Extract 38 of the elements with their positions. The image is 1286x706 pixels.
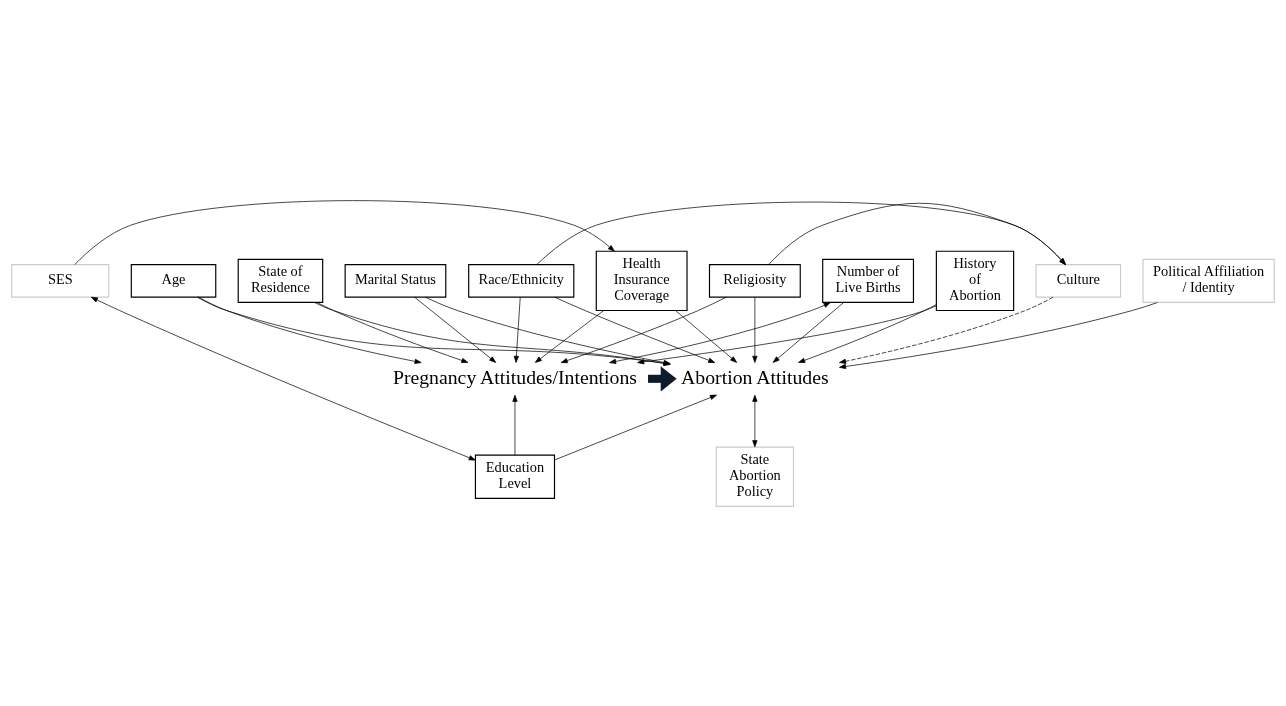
arrow (90, 296, 476, 460)
node-box: SES (11, 263, 110, 298)
node-box: Health Insurance Coverage (595, 250, 688, 311)
node-box: Number of Live Births (822, 258, 915, 303)
arrow (798, 303, 937, 363)
node-box: Race/Ethnicity (468, 263, 575, 298)
arrow (839, 296, 1054, 364)
arrow (316, 301, 469, 363)
node-box: Political Affiliation / Identity (1142, 258, 1275, 303)
arrow (424, 296, 671, 365)
arrow (554, 394, 717, 460)
arrow (74, 199, 615, 265)
arrow (536, 201, 1066, 265)
node-box: Age (130, 263, 217, 298)
arrow (768, 202, 1066, 265)
arrow (196, 296, 671, 366)
arrow (198, 296, 422, 364)
arrow (609, 301, 831, 364)
arrow (839, 301, 1158, 369)
arrow (534, 309, 604, 363)
arrow (752, 296, 758, 363)
arrow (513, 296, 521, 363)
node-box: History of Abortion (935, 250, 1015, 311)
node-box: State Abortion Policy (715, 446, 795, 507)
arrow (512, 394, 518, 455)
node-box: Marital Status (344, 263, 447, 298)
arrow (772, 301, 844, 363)
node-box: State of Residence (237, 258, 324, 303)
arrow (752, 394, 758, 447)
node-text: Pregnancy Attitudes/Intentions (392, 365, 638, 388)
node-box: Religiosity (708, 263, 801, 298)
arrow (637, 304, 937, 364)
arrow (675, 309, 738, 363)
node-box: Culture (1035, 263, 1122, 298)
node-text: Abortion Attitudes (681, 365, 829, 388)
arrow (314, 301, 671, 366)
arrow (414, 296, 497, 363)
node-box: Education Level (474, 454, 556, 499)
